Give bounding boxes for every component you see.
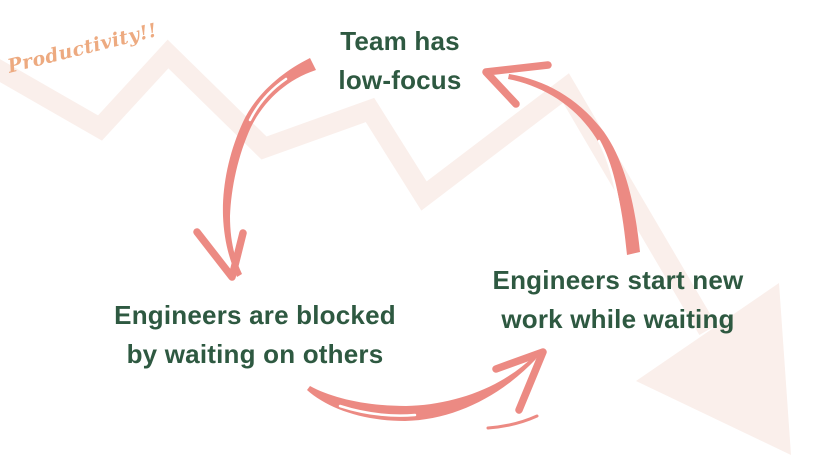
trend-zigzag-line <box>0 39 717 336</box>
brush-highlight <box>248 77 288 122</box>
arrowhead-down <box>193 228 247 281</box>
arrow-shaft <box>222 58 316 277</box>
arrowhead-up-left <box>482 61 552 108</box>
trend-arrowhead <box>636 283 791 455</box>
node-engineers-blocked: Engineers are blocked by waiting on othe… <box>114 300 396 369</box>
cycle-arrow-left-to-right <box>307 348 547 430</box>
arrow-shaft <box>307 356 536 421</box>
brush-highlight <box>597 139 624 232</box>
cycle-arrow-right-to-top <box>482 61 640 255</box>
brush-flick <box>486 414 539 430</box>
brush-highlight <box>338 404 417 417</box>
cycle-arrow-top-to-left <box>193 58 316 281</box>
node-team-low-focus: Team has low-focus <box>338 26 462 95</box>
arrow-shaft <box>508 74 640 255</box>
node-engineers-start-new-work: Engineers start new work while waiting <box>492 265 744 334</box>
arrowhead-up-right <box>492 348 547 414</box>
declining-trend-arrow-icon <box>0 39 791 455</box>
